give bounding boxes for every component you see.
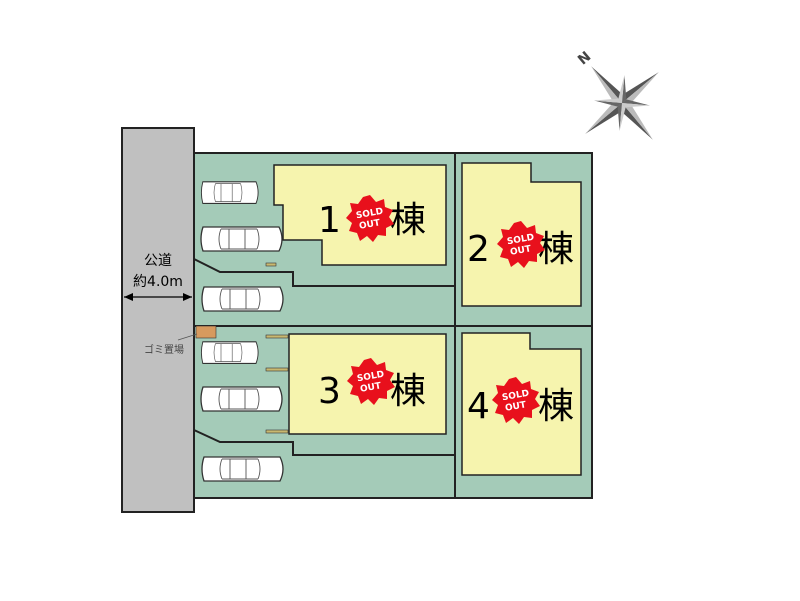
parking-car [200, 341, 259, 364]
svg-text:棟: 棟 [390, 200, 426, 241]
road-name: 公道 [144, 253, 172, 269]
garbage-area [195, 325, 217, 339]
svg-text:SOLD: SOLD [501, 389, 530, 404]
svg-text:棟: 棟 [390, 371, 426, 412]
north-label: N [575, 49, 594, 69]
svg-text:4: 4 [467, 386, 490, 427]
parking-car [200, 226, 283, 252]
public-road [121, 127, 195, 513]
lot-label-3: 3 棟 SOLD OUT [318, 358, 426, 412]
lot-label-4: 4 棟 SOLD OUT [467, 377, 574, 427]
svg-text:OUT: OUT [504, 400, 527, 414]
lot-label-2: 2 棟 SOLD OUT [467, 221, 574, 270]
lot-label-1: 1 棟 SOLD OUT [318, 195, 426, 242]
garbage-label: ゴミ置場 [144, 343, 184, 356]
parking-car [201, 286, 284, 312]
road-width-arrow [124, 293, 192, 301]
svg-text:棟: 棟 [538, 386, 574, 427]
compass-icon: N [575, 49, 659, 140]
lot-boundary-3 [193, 429, 455, 456]
svg-text:SOLD: SOLD [356, 370, 385, 385]
road-width: 約4.0m [133, 274, 183, 290]
lot-boundary-1 [193, 258, 455, 287]
parking-car [200, 386, 283, 412]
parking-car [200, 181, 259, 204]
svg-text:SOLD: SOLD [506, 233, 535, 248]
svg-text:1: 1 [318, 200, 341, 241]
svg-text:OUT: OUT [509, 244, 532, 258]
svg-text:2: 2 [467, 229, 490, 270]
svg-text:OUT: OUT [359, 381, 382, 395]
svg-text:3: 3 [318, 371, 341, 412]
parking-car [201, 456, 284, 482]
svg-text:OUT: OUT [358, 218, 381, 232]
svg-text:SOLD: SOLD [355, 207, 384, 222]
